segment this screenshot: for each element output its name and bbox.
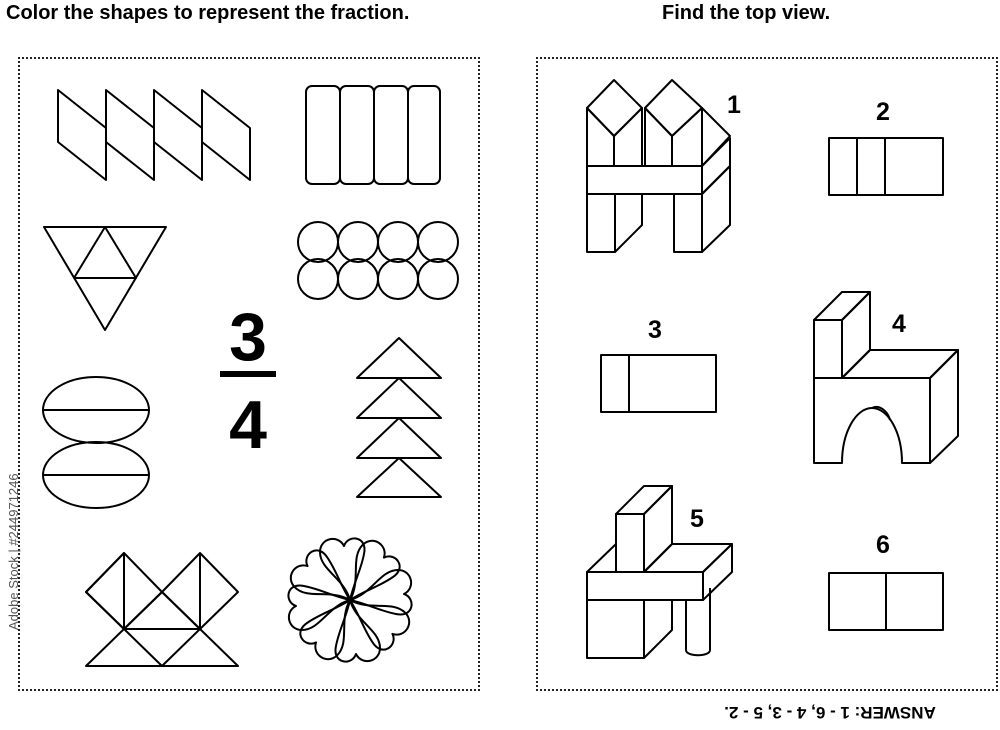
view-number-6: 6 <box>876 531 890 559</box>
triangle-tree-shape[interactable] <box>356 337 442 498</box>
view-number-1: 1 <box>727 91 741 119</box>
view-number-2: 2 <box>876 98 890 126</box>
triangle-four-parts-shape[interactable] <box>43 226 167 331</box>
ellipses-shape[interactable] <box>42 376 150 509</box>
right-title: Find the top view. <box>662 2 831 24</box>
fraction-numerator: 3 <box>229 299 267 375</box>
top-view-2[interactable] <box>828 137 944 196</box>
block-structure-1[interactable] <box>586 79 731 253</box>
rounded-bars-shape[interactable] <box>305 85 441 185</box>
stock-watermark: Adobe Stock | #244971246 <box>6 473 21 630</box>
top-view-3[interactable] <box>600 354 717 413</box>
parallelograms-shape[interactable] <box>57 89 251 181</box>
flower-shape[interactable] <box>284 534 416 666</box>
view-number-3: 3 <box>648 316 662 344</box>
block-structure-4[interactable] <box>813 291 959 464</box>
top-view-6[interactable] <box>828 572 944 631</box>
left-title: Color the shapes to represent the fracti… <box>6 2 410 24</box>
answer-key: ANSWER: 1 - 6, 4 - 3, 5 - 2. <box>724 703 936 722</box>
fraction-panel <box>18 57 480 691</box>
view-number-5: 5 <box>690 505 704 533</box>
view-number-4: 4 <box>892 310 906 338</box>
circles-shape[interactable] <box>297 221 459 300</box>
bow-triangles-shape[interactable] <box>85 552 239 667</box>
fraction-denominator: 4 <box>229 387 267 463</box>
top-view-panel <box>536 57 998 691</box>
block-structure-5[interactable] <box>586 485 733 659</box>
